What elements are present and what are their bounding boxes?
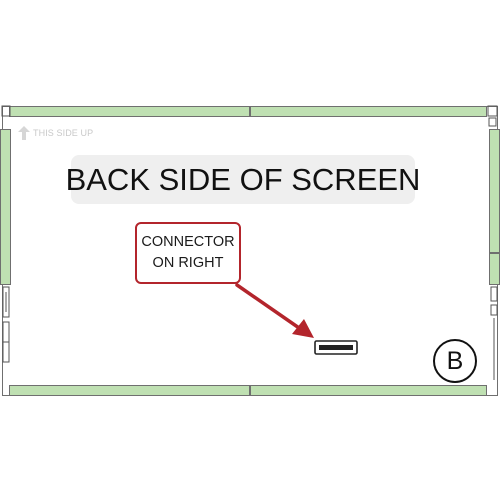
this-side-up-label: THIS SIDE UP	[33, 128, 94, 138]
top-left-mounting-strip	[9, 106, 250, 117]
bottom-right-mounting-strip	[250, 385, 487, 396]
side-b-label: B	[446, 346, 464, 375]
side-b-badge: B	[433, 339, 477, 383]
connector-callout: CONNECTOR ON RIGHT	[135, 222, 241, 284]
diagram-title: BACK SIDE OF SCREEN	[66, 155, 420, 204]
top-right-mounting-strip	[250, 106, 487, 117]
callout-line-1: CONNECTOR	[141, 234, 235, 250]
callout-line-2: ON RIGHT	[152, 255, 224, 271]
diagram-title-text: BACK SIDE OF SCREEN	[65, 161, 421, 197]
right-upper-mounting-strip	[489, 129, 500, 253]
right-lower-mounting-strip	[489, 253, 500, 285]
left-mounting-strip	[0, 129, 11, 285]
up-arrow-icon	[18, 126, 30, 140]
screen-panel-frame	[2, 106, 498, 396]
this-side-up-hint: THIS SIDE UP	[18, 126, 93, 140]
bottom-left-mounting-strip	[9, 385, 250, 396]
